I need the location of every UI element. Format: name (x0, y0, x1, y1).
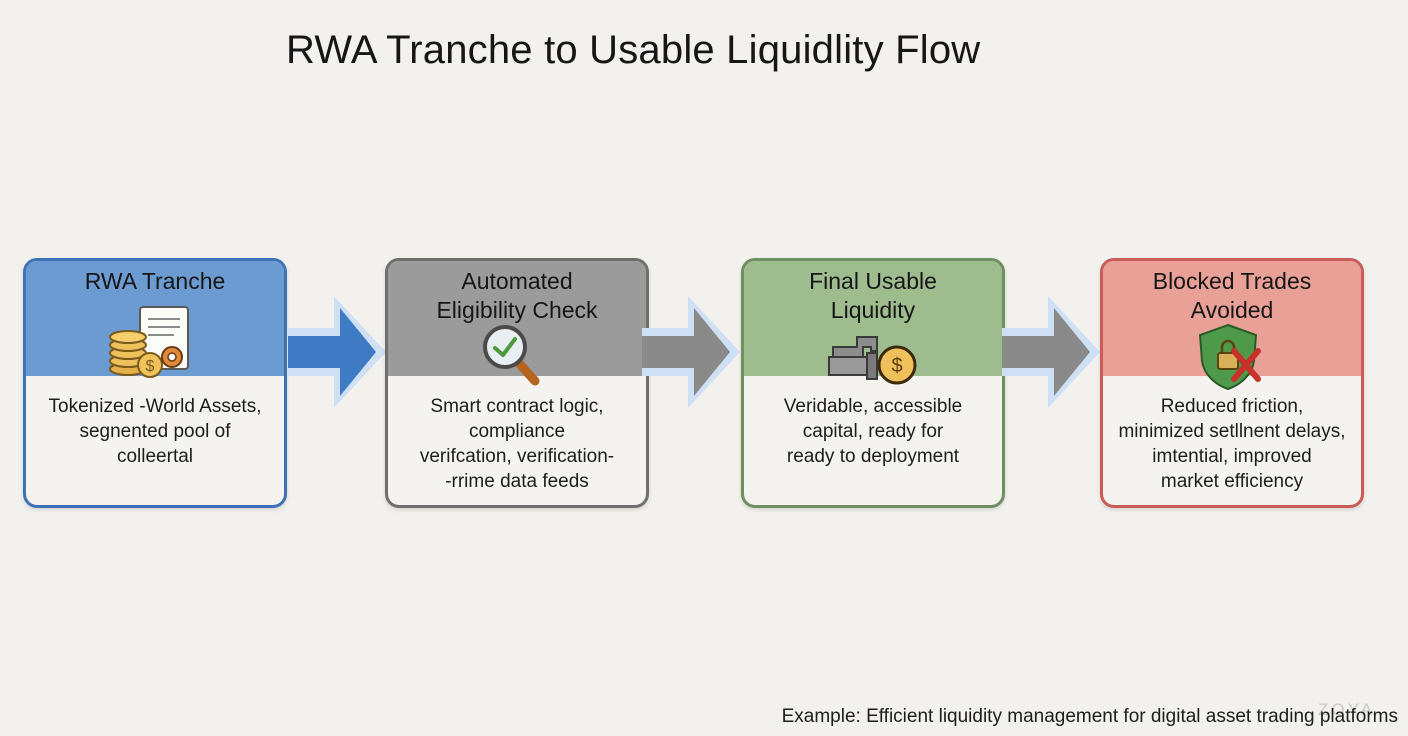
svg-text:$: $ (146, 358, 155, 375)
step-title: Final Usable Liquidity (744, 267, 1002, 325)
step-title-line: Eligibility Check (436, 297, 598, 323)
arrow-right-icon (642, 296, 740, 408)
desc-line: ready to deployment (786, 446, 960, 467)
step-title-line: Avoided (1190, 297, 1274, 323)
desc-line: Veridable, accessible (783, 396, 963, 417)
step-title-line: Liquidity (830, 297, 916, 323)
step-header: Final Usable Liquidity $ (744, 261, 1002, 385)
step-title-line: RWA Tranche (84, 268, 226, 294)
desc-line: Reduced friction, (1160, 396, 1304, 417)
step-card-usable-liquidity: Final Usable Liquidity $ Veridable, acce… (741, 258, 1005, 508)
step-title-line: Final Usable (809, 268, 937, 294)
step-card-eligibility-check: Automated Eligibility Check Smart contra… (385, 258, 649, 508)
step-header: Automated Eligibility Check (388, 261, 646, 386)
desc-line: minimized setllnent delays, (1118, 421, 1346, 442)
pipe-dollar-coin-icon: $ (828, 336, 917, 385)
step-header: RWA Tranche $ (26, 261, 284, 378)
coins-document-gear-icon: $ (109, 306, 189, 378)
step-description: Tokenized -World Assets, segnented pool … (36, 394, 274, 469)
desc-line: segnented pool of (79, 421, 231, 442)
step-card-blocked-trades: Blocked Trades Avoided Reduced friction,… (1100, 258, 1364, 508)
footnote: Example: Efficient liquidity management … (781, 706, 1398, 727)
step-description: Smart contract logic, compliance verifca… (398, 394, 636, 494)
shield-lock-x-icon (1198, 323, 1261, 391)
step-title-line: Automated (461, 268, 573, 294)
step-description: Veridable, accessible capital, ready for… (754, 394, 992, 469)
step-description: Reduced friction, minimized setllnent de… (1113, 394, 1351, 494)
desc-line: market efficiency (1160, 471, 1304, 492)
desc-line: capital, ready for (802, 421, 944, 442)
desc-line: -rrime data feeds (445, 471, 589, 492)
step-title: Automated Eligibility Check (388, 267, 646, 325)
desc-line: Tokenized -World Assets, (48, 396, 262, 417)
step-title-line: Blocked Trades (1152, 268, 1312, 294)
desc-line: imtentiаl, improved (1152, 446, 1312, 467)
arrow-right-icon (288, 296, 386, 408)
svg-text:$: $ (891, 355, 902, 377)
watermark-text: ZOYA (1318, 700, 1376, 719)
desc-line: colleertal (116, 446, 194, 467)
arrow-right-icon (1002, 296, 1100, 408)
step-title: RWA Tranche (26, 267, 284, 296)
desc-line: verifcation, verification- (419, 446, 615, 467)
step-card-rwa-tranche: RWA Tranche $ Tokenized -World Assets, s… (23, 258, 287, 508)
step-title: Blocked Trades Avoided (1103, 267, 1361, 325)
desc-line: Smart contract logic, (430, 396, 604, 417)
page-title: RWA Tranche to Usable Liquidlity Flow (286, 28, 981, 72)
desc-line: compliance (468, 421, 566, 442)
magnifier-check-icon (483, 325, 540, 386)
step-header: Blocked Trades Avoided (1103, 261, 1361, 391)
